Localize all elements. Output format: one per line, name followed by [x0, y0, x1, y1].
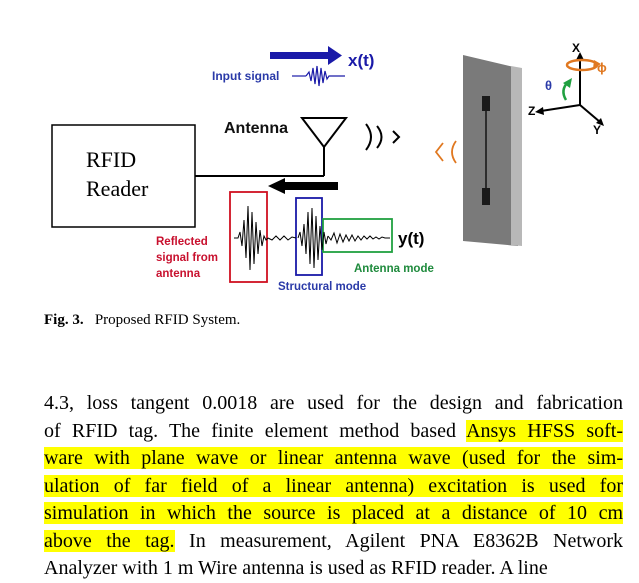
- highlighted-text: above the tag.: [44, 529, 175, 552]
- axis-y-label: Y: [593, 123, 601, 137]
- rfid-tag-panel: [463, 55, 522, 246]
- rfid-reader-box: [51, 124, 196, 228]
- structural-mode-label: Structural mode: [278, 281, 366, 293]
- reflected-label-line1: Reflected: [156, 236, 208, 248]
- body-line-1: 4.3, loss tangent 0.0018 are used for th…: [44, 392, 623, 414]
- input-signal-arrow: [270, 46, 342, 65]
- antenna-mode-label: Antenna mode: [354, 263, 434, 275]
- axis-theta-label: θ: [545, 78, 552, 93]
- returned-waves-icon: [434, 140, 457, 164]
- antenna-icon: [195, 117, 349, 177]
- body-line-2-text: of RFID tag. The finite element method b…: [44, 419, 467, 442]
- axis-phi-label: ϕ: [597, 60, 607, 75]
- caption-text: Proposed RFID System.: [94, 312, 241, 328]
- body-line-4: ulation of far field of a linear antenna…: [44, 473, 623, 501]
- body-line-3: ware with plane wave or linear antenna w…: [44, 445, 623, 473]
- body-line-6: above the tag. In measurement, Agilent P…: [44, 528, 623, 556]
- highlighted-text: Ansys HFSS soft-: [466, 419, 623, 442]
- axis-z-label: Z: [528, 104, 535, 118]
- caption-label: Fig. 3.: [44, 312, 84, 328]
- x-signal-label: x(t): [348, 51, 374, 70]
- body-line-5: simulation in which the source is placed…: [44, 500, 623, 528]
- body-line-2: of RFID tag. The finite element method b…: [44, 418, 623, 446]
- input-wavelet: [292, 65, 345, 87]
- reflected-signal-box: [229, 191, 268, 283]
- body-line-6-text: In measurement, Agilent PNA E8362B Netwo…: [174, 529, 623, 552]
- received-waveform: [234, 205, 390, 271]
- structural-mode-box: [295, 197, 323, 276]
- input-signal-label: Input signal: [212, 69, 279, 83]
- highlighted-text: simulation in which the source is placed…: [44, 502, 623, 524]
- y-signal-label: y(t): [398, 229, 424, 248]
- highlighted-text: ware with plane wave or linear antenna w…: [44, 447, 623, 469]
- antenna-label: Antenna: [224, 120, 288, 137]
- figure-caption: Fig. 3. Proposed RFID System.: [44, 312, 240, 329]
- emitted-waves-icon: [365, 123, 401, 151]
- return-arrow: [268, 178, 338, 194]
- rfid-system-figure: x(t) Input signal Antenna RFID Reader: [51, 41, 607, 293]
- reflected-label-line2: signal from: [156, 252, 218, 264]
- reader-label-line1: RFID: [86, 147, 136, 172]
- axis-x-label: X: [572, 41, 580, 55]
- body-paragraph: 4.3, loss tangent 0.0018 are used for th…: [44, 390, 623, 579]
- coordinate-axes-icon: [535, 52, 604, 126]
- reflected-label-line3: antenna: [156, 268, 201, 280]
- antenna-mode-box: [322, 218, 393, 253]
- reader-label-line2: Reader: [86, 176, 149, 201]
- body-line-7-cropped: Analyzer with 1 m Wire antenna is used a…: [44, 557, 548, 579]
- highlighted-text: ulation of far field of a linear antenna…: [44, 474, 623, 497]
